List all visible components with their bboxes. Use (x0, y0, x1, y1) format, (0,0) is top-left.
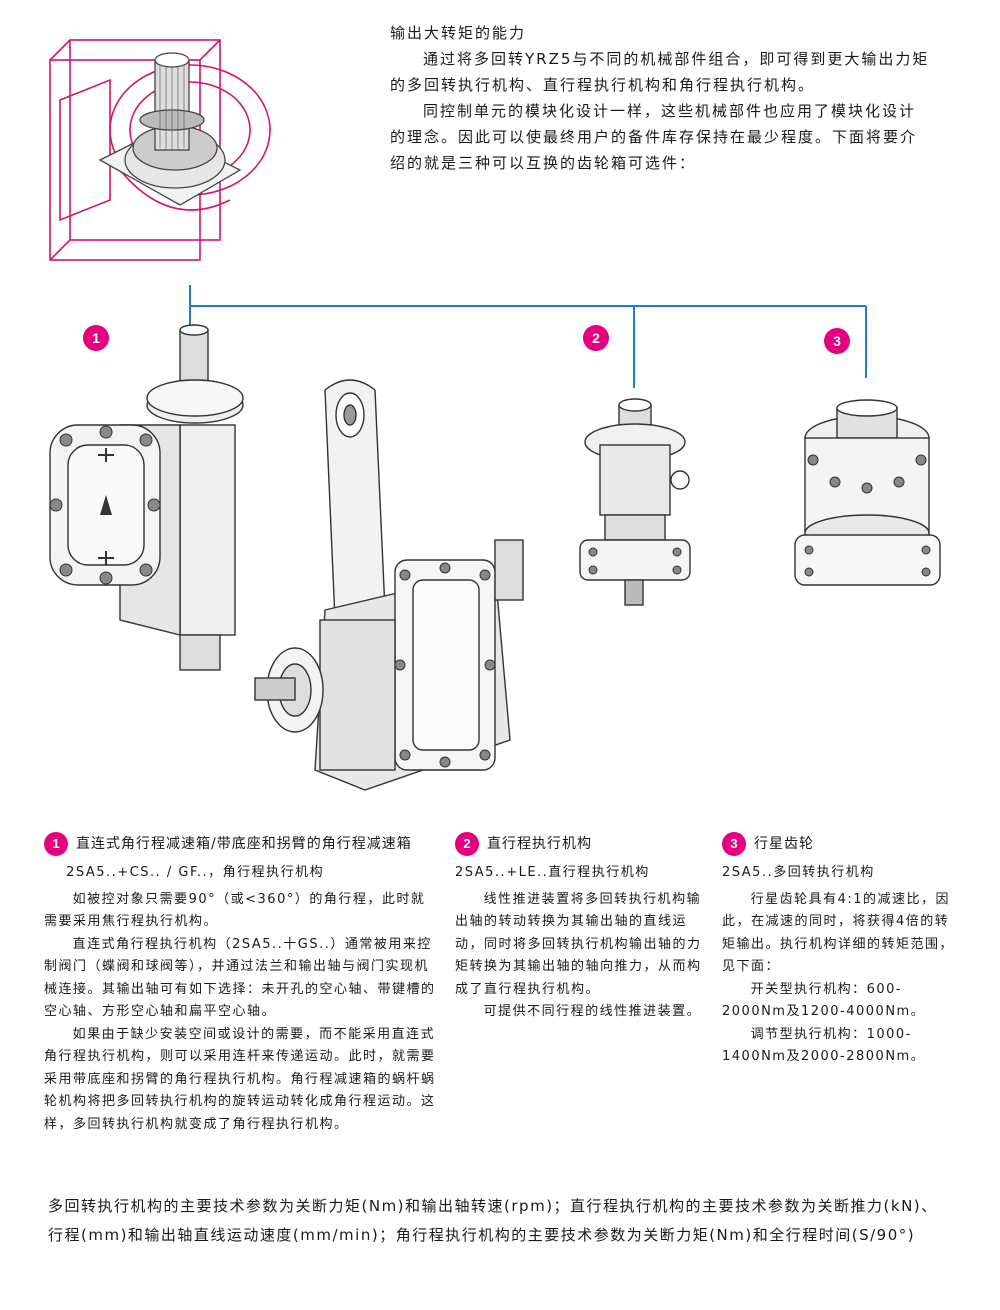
option-2-title: 直行程执行机构 (487, 835, 592, 852)
connector-lines (189, 285, 867, 388)
option-3-section: 3 行星齿轮 2SA5..多回转执行机构 行星齿轮具有4:1的减速比，因此，在减… (722, 832, 954, 1069)
actuator-gearbox-illustration (49, 39, 271, 261)
footer-text: 多回转执行机构的主要技术参数为关断力矩(Nm)和输出轴转速(rpm)；直行程执行… (48, 1197, 938, 1244)
option-1-paragraph-2: 直连式角行程执行机构（2SA5..十GS..）通常被用来控制阀门（蝶阀和球阀等）… (44, 936, 436, 1020)
footer-note: 多回转执行机构的主要技术参数为关断力矩(Nm)和输出轴转速(rpm)；直行程执行… (48, 1192, 948, 1250)
option-1-section: 1 直连式角行程减速箱/带底座和拐臂的角行程减速箱 2SA5..+CS.. / … (44, 832, 439, 1136)
option-2-model: 2SA5..+LE..直行程执行机构 (455, 865, 650, 880)
option-2-section: 2 直行程执行机构 2SA5..+LE..直行程执行机构 线性推进装置将多回转执… (455, 832, 705, 1024)
option-2-paragraph-1: 线性推进装置将多回转执行机构输出轴的转动转换为其输出轴的直线运动，同时将多回转执… (455, 891, 702, 997)
intro-heading: 输出大转矩的能力 (390, 24, 527, 42)
marker-2: 2 (583, 325, 609, 351)
option-2-paragraph-2: 可提供不同行程的线性推进装置。 (483, 1004, 702, 1019)
option-3-title: 行星齿轮 (754, 835, 814, 852)
part-turn-gearbox-direct-illustration (49, 324, 244, 671)
planetary-gearbox-illustration (794, 399, 941, 586)
option-2-header: 2 直行程执行机构 (455, 832, 705, 856)
option-1-header: 1 直连式角行程减速箱/带底座和拐臂的角行程减速箱 (44, 832, 439, 856)
part-turn-gearbox-base-lever-illustration (254, 379, 524, 791)
option-3-paragraph-3: 调节型执行机构：1000-1400Nm及2000-2800Nm。 (722, 1026, 926, 1065)
intro-paragraph-2: 同控制单元的模块化设计一样，这些机械部件也应用了模块化设计的理念。因此可以使最终… (390, 102, 918, 172)
linear-thrust-unit-illustration (579, 398, 691, 606)
option-1-paragraph-3: 如果由于缺少安装空间或设计的需要，而不能采用直连式角行程执行机构，则可以采用连杆… (44, 1026, 436, 1132)
option-3-paragraph-2: 开关型执行机构：600-2000Nm及1200-4000Nm。 (722, 981, 926, 1020)
option-1-title: 直连式角行程减速箱/带底座和拐臂的角行程减速箱 (76, 835, 412, 852)
option-1-paragraph-1: 如被控对象只需要90°（或<360°）的角行程，此时就需要采用焦行程执行机构。 (44, 891, 426, 930)
marker-3: 3 (824, 328, 850, 354)
option-3-model: 2SA5..多回转执行机构 (722, 865, 875, 880)
option-3-paragraph-1: 行星齿轮具有4:1的减速比，因此，在减速的同时，将获得4倍的转矩输出。执行机构详… (722, 891, 955, 975)
option-3-header: 3 行星齿轮 (722, 832, 954, 856)
marker-1: 1 (83, 325, 109, 351)
option-1-number: 1 (44, 832, 68, 856)
option-1-model: 2SA5..+CS.. / GF..，角行程执行机构 (66, 865, 325, 880)
intro-section: 输出大转矩的能力 通过将多回转YRZ5与不同的机械部件组合，即可得到更大输出力矩… (390, 20, 930, 176)
option-2-number: 2 (455, 832, 479, 856)
intro-paragraph-1: 通过将多回转YRZ5与不同的机械部件组合，即可得到更大输出力矩的多回转执行机构、… (390, 50, 930, 94)
option-3-number: 3 (722, 832, 746, 856)
